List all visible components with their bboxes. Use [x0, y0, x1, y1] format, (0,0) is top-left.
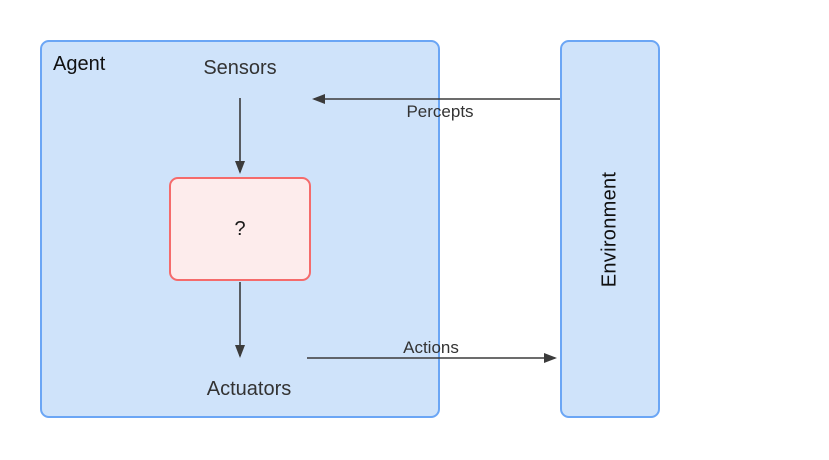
- environment-box: Environment: [560, 40, 660, 418]
- environment-label: Environment: [598, 171, 621, 287]
- agent-program-label: ?: [234, 217, 246, 240]
- agent-label: Agent: [53, 53, 106, 75]
- sensors-label: Sensors: [203, 57, 277, 79]
- agent-program-box: ?: [169, 177, 311, 281]
- percepts-label: Percepts: [406, 102, 474, 121]
- actuators-label: Actuators: [206, 378, 292, 400]
- actions-label: Actions: [403, 338, 459, 357]
